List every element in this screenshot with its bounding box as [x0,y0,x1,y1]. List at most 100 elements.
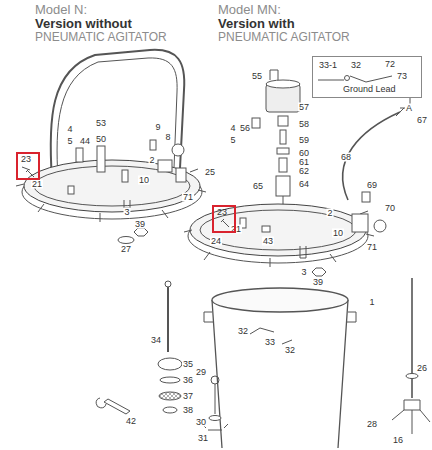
eye-bolt-stem [215,384,216,414]
regulator [352,214,368,232]
callout-number: 43 [262,237,274,246]
callout-number: 4 [66,125,73,134]
callout-number: 50 [95,135,107,144]
callout-number: 9 [154,123,161,132]
callout-number: 70 [384,204,396,213]
callout-number: 38 [182,406,194,415]
shaft-knob [165,281,171,287]
callout-number: 58 [298,120,310,129]
fitting [122,170,128,182]
callout-number: 26 [416,364,428,373]
regulator [158,160,172,172]
callout-number: 10 [332,229,344,238]
callout-number: 16 [392,436,404,445]
model-heading: Version with [218,17,295,30]
muffler [252,118,260,128]
callout-number: 30 [195,418,207,427]
callout-number: 25 [204,168,216,177]
callout-number: 71 [366,243,378,252]
callout-number: 39 [134,220,146,229]
callout-number: 37 [182,392,194,401]
hex-nut [134,228,148,236]
callout-number: 60 [298,149,310,158]
callout-number: 31 [197,434,209,443]
callout-number: 5 [229,136,236,145]
inset-label: 33-1 [319,61,337,70]
callout-number: 57 [298,103,310,112]
callout-number: 34 [150,336,162,345]
screw [26,169,34,177]
tank-lid [24,160,200,212]
fitting [97,146,105,172]
agitator-shaft [167,286,169,352]
fitting [406,374,418,379]
callout-number: 32 [237,327,249,336]
callout-number: A [405,104,413,113]
inset-label: 73 [397,72,407,81]
model-heading: PNEUMATIC AGITATOR [218,31,350,43]
wrench [96,398,130,414]
callout-number: 71 [182,193,194,202]
callout-number: 53 [95,119,107,128]
model-n-assembly [16,50,206,244]
siphon-tube [411,278,413,398]
gauge [374,220,386,232]
callout-number: 61 [298,158,310,167]
callout-number: 5 [66,137,73,146]
strainer-mesh [159,392,181,400]
callout-number: 24 [210,237,222,246]
callout-number: 23 [21,155,31,164]
callout-number: 33 [264,338,276,347]
regulator [176,168,186,182]
fitting [262,226,270,232]
washer [163,407,177,413]
motor-cap [266,80,300,88]
callout-number: 21 [31,180,43,189]
fitting [68,186,74,194]
gauge [172,144,184,156]
shaft-part [277,148,289,154]
highlight-box: 23 [212,205,236,233]
pot-top [212,288,348,312]
callout-number: 64 [298,180,310,189]
detail-inset: 33-1327273Ground Lead [312,56,422,98]
callout-number: 3 [123,208,130,217]
ground-clip [345,76,350,81]
model-heading: PNEUMATIC AGITATOR [35,31,167,43]
model-heading: Model N: [35,3,87,16]
propeller [158,358,182,370]
screw [221,219,229,227]
callout-number: 32 [284,346,296,355]
hex-nut [312,268,326,276]
callout-number: 59 [298,136,310,145]
inset-label: 32 [351,61,361,70]
highlight-box: 23 [16,152,40,180]
callout-number: 69 [366,181,378,190]
callout-number: 44 [79,137,91,146]
callout-number: 10 [138,176,150,185]
model-heading: Version without [35,17,132,30]
tank-lid [190,204,366,256]
callout-number: 42 [125,417,137,426]
fitting [362,192,370,202]
swivel-fitting [392,400,430,434]
callout-number: 28 [366,420,378,429]
callout-number: 39 [312,278,324,287]
lid-clamps [16,167,206,222]
callout-number: 2 [326,209,333,218]
inset-label: 72 [385,60,395,69]
fitting [150,140,156,150]
shaft-part [280,130,286,144]
callout-number: 27 [120,245,132,254]
eye-bolt [211,376,219,384]
washer [209,416,221,421]
callout-number: 23 [217,208,227,217]
callout-number: 67 [416,116,428,125]
ground-wire [318,76,392,82]
callout-number: 62 [298,167,310,176]
callout-number: 2 [148,156,155,165]
callout-number: 65 [252,182,264,191]
disk [160,377,180,383]
